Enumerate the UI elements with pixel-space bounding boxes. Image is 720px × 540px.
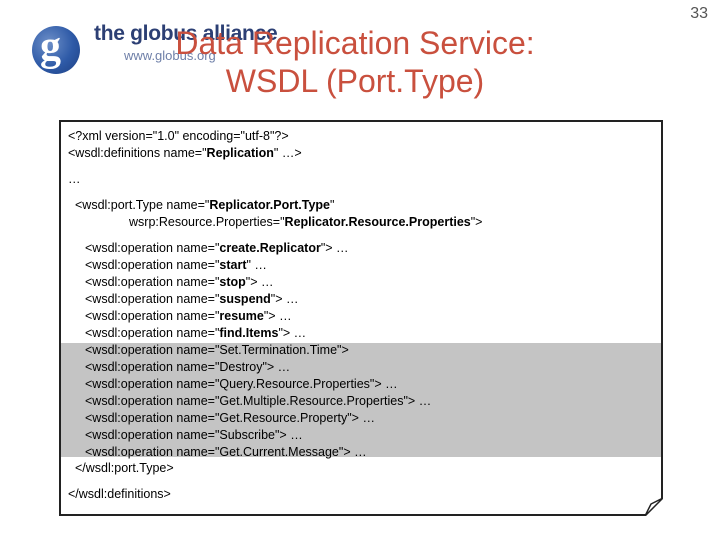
operation-line: <wsdl:operation name="create.Replicator"…	[85, 241, 349, 255]
title-line-1: Data Replication Service:	[175, 25, 535, 61]
operation-line: <wsdl:operation name="Get.Current.Messag…	[85, 445, 367, 459]
code-line: <?xml version="1.0" encoding="utf-8"?>	[68, 129, 289, 143]
operation-line: <wsdl:operation name="Subscribe"> …	[85, 428, 303, 442]
code-line: …	[68, 172, 81, 186]
page-number: 33	[690, 5, 708, 22]
operation-line: <wsdl:operation name="stop"> …	[85, 275, 274, 289]
operation-line: <wsdl:operation name="suspend"> …	[85, 292, 299, 306]
code-line: <wsdl:definitions name="Replication" …>	[68, 146, 302, 160]
operation-line: <wsdl:operation name="resume"> …	[85, 309, 292, 323]
operation-line: <wsdl:operation name="Get.Resource.Prope…	[85, 411, 375, 425]
code-line: wsrp:Resource.Properties="Replicator.Res…	[129, 215, 483, 229]
operation-line: <wsdl:operation name="Get.Multiple.Resou…	[85, 394, 432, 408]
operation-line: <wsdl:operation name="Set.Termination.Ti…	[85, 343, 349, 357]
operation-line: <wsdl:operation name="Query.Resource.Pro…	[85, 377, 398, 391]
code-box: <?xml version="1.0" encoding="utf-8"?> <…	[59, 120, 663, 516]
operation-line: <wsdl:operation name="Destroy"> …	[85, 360, 291, 374]
operation-line: <wsdl:operation name="find.Items"> …	[85, 326, 307, 340]
code-line: </wsdl:port.Type>	[75, 461, 174, 475]
globe-icon	[32, 26, 80, 74]
globus-logo: g the globus alliance www.globus.org	[26, 14, 278, 74]
title-line-2: WSDL (Port.Type)	[225, 63, 485, 99]
slide-title: Data Replication Service: WSDL (Port.Typ…	[120, 24, 590, 100]
code-line: <wsdl:port.Type name="Replicator.Port.Ty…	[75, 198, 335, 212]
logo-glyph: g	[40, 24, 61, 70]
code-line: </wsdl:definitions>	[68, 487, 171, 501]
logo-url: www.globus.org	[124, 48, 216, 63]
page-curl-icon	[645, 498, 663, 516]
operation-line: <wsdl:operation name="start" …	[85, 258, 267, 272]
logo-text: the globus alliance	[94, 22, 278, 45]
highlight-band	[61, 343, 661, 457]
